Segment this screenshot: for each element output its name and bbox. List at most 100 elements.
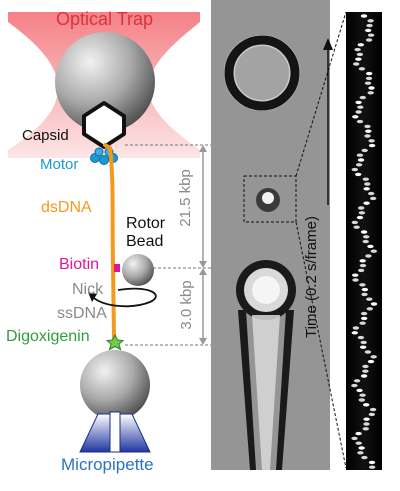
dsdna-label: dsDNA: [41, 199, 92, 216]
micropipette-label: Micropipette: [61, 455, 154, 474]
ssdna-label: ssDNA: [57, 305, 107, 322]
nick-label: Nick: [72, 281, 104, 298]
rotor-bead: [122, 254, 154, 286]
kymograph-spot: [357, 43, 364, 47]
kymograph-spot: [356, 52, 364, 57]
kymograph-spot: [367, 244, 374, 249]
kymograph-spot: [358, 67, 366, 71]
rotation-arrow: [91, 287, 157, 308]
kymograph-spot: [367, 19, 374, 23]
kymograph-spot: [357, 105, 364, 109]
kymograph-spot: [355, 172, 362, 177]
kymograph-spot: [359, 393, 366, 397]
kymograph-spot: [351, 220, 358, 225]
span-label-upper: 21.5 kbp: [177, 169, 194, 227]
image-micropipette-inner: [252, 315, 280, 470]
kymograph-spot: [362, 239, 369, 244]
kymograph-spot: [361, 316, 368, 321]
kymograph-spot: [365, 38, 373, 42]
image-pipette-bead-core: [252, 276, 280, 304]
rotor-bead-label-line2: Bead: [126, 233, 164, 250]
kymograph-spot: [362, 427, 369, 431]
kymograph-spot: [357, 335, 365, 340]
kymograph-spot: [370, 196, 377, 201]
capsid-shape: [82, 101, 126, 149]
kymograph-spot: [356, 119, 364, 124]
kymograph-spot: [352, 326, 360, 330]
kymograph-spot: [353, 225, 360, 229]
kymograph-spot: [359, 259, 366, 263]
kymograph-spot: [364, 134, 371, 138]
zoom-line-top: [295, 11, 347, 177]
kymograph-spot: [363, 403, 370, 407]
kymograph-spot: [355, 163, 363, 167]
kymograph-spot: [351, 383, 358, 388]
digoxigenin-label: Digoxigenin: [6, 328, 90, 345]
dsdna-tether: [103, 143, 116, 340]
kymograph-spot: [355, 57, 362, 61]
kymograph-spot: [352, 278, 359, 282]
kymograph-spot: [352, 273, 359, 277]
kymograph-spot: [370, 249, 377, 253]
kymograph-spot: [363, 235, 370, 239]
kymograph-spot: [368, 143, 376, 148]
kymograph-spot: [363, 187, 370, 191]
kymograph-spot: [359, 321, 366, 325]
image-rotor-bead-glow: [262, 192, 274, 204]
trapped-bead: [55, 32, 155, 132]
kymograph-spot: [358, 206, 365, 210]
kymograph-spot: [359, 263, 367, 268]
kymograph-spot: [360, 340, 367, 345]
kymograph-spot: [368, 139, 375, 143]
kymograph-spot: [361, 455, 368, 460]
image-roi-box: [243, 175, 297, 223]
kymograph-spot: [361, 292, 368, 297]
kymograph-spot: [365, 254, 372, 258]
kymograph-spot: [369, 407, 377, 412]
kymograph-spot: [360, 374, 368, 378]
kymograph-spot: [358, 398, 365, 402]
span-arrowhead: [199, 145, 207, 152]
kymograph-spot: [365, 28, 372, 33]
optical-trap-label: Optical Trap: [56, 9, 154, 29]
kymograph-spot: [362, 177, 369, 181]
kymograph-spot: [364, 81, 372, 85]
kymograph-spot: [363, 201, 370, 205]
span-arrowhead: [199, 338, 207, 345]
kymograph-spot: [362, 364, 369, 369]
kymograph-spot: [367, 359, 375, 364]
kymograph-spot: [367, 91, 374, 95]
kymograph-spot: [368, 191, 375, 196]
micropipette-channel: [109, 411, 121, 453]
micropipette-bead: [80, 350, 150, 420]
kymograph-spot: [359, 95, 366, 100]
kymograph-spot: [355, 110, 362, 114]
kymograph-spot: [365, 129, 372, 133]
kymograph-spot: [366, 71, 373, 76]
kymograph-spot: [356, 215, 364, 220]
kymograph-spot: [353, 62, 360, 66]
kymograph-spot: [364, 124, 371, 129]
zoom-line-bottom: [295, 221, 347, 469]
kymograph-spot: [363, 422, 370, 426]
kymograph-spot: [352, 115, 359, 119]
kymograph-spot: [366, 297, 373, 301]
span-arrowhead: [199, 261, 207, 268]
kymograph-spot: [356, 153, 364, 157]
kymograph-spot: [368, 86, 375, 90]
kymograph-spot: [368, 412, 375, 417]
kymograph-spot: [366, 307, 373, 311]
kymograph-spot: [351, 331, 358, 335]
image-trapped-bead-ring: [224, 35, 300, 111]
kymograph-spot: [354, 47, 361, 52]
time-axis-label: Time (0.2 s/frame): [303, 216, 320, 338]
time-arrowhead: [323, 38, 333, 50]
kymograph-spot: [359, 345, 367, 349]
kymograph-spot: [359, 283, 366, 287]
kymograph-spot: [370, 355, 377, 359]
kymograph-spot: [369, 465, 376, 469]
digoxigenin-star: [105, 333, 125, 351]
kymograph-spot: [358, 268, 365, 273]
